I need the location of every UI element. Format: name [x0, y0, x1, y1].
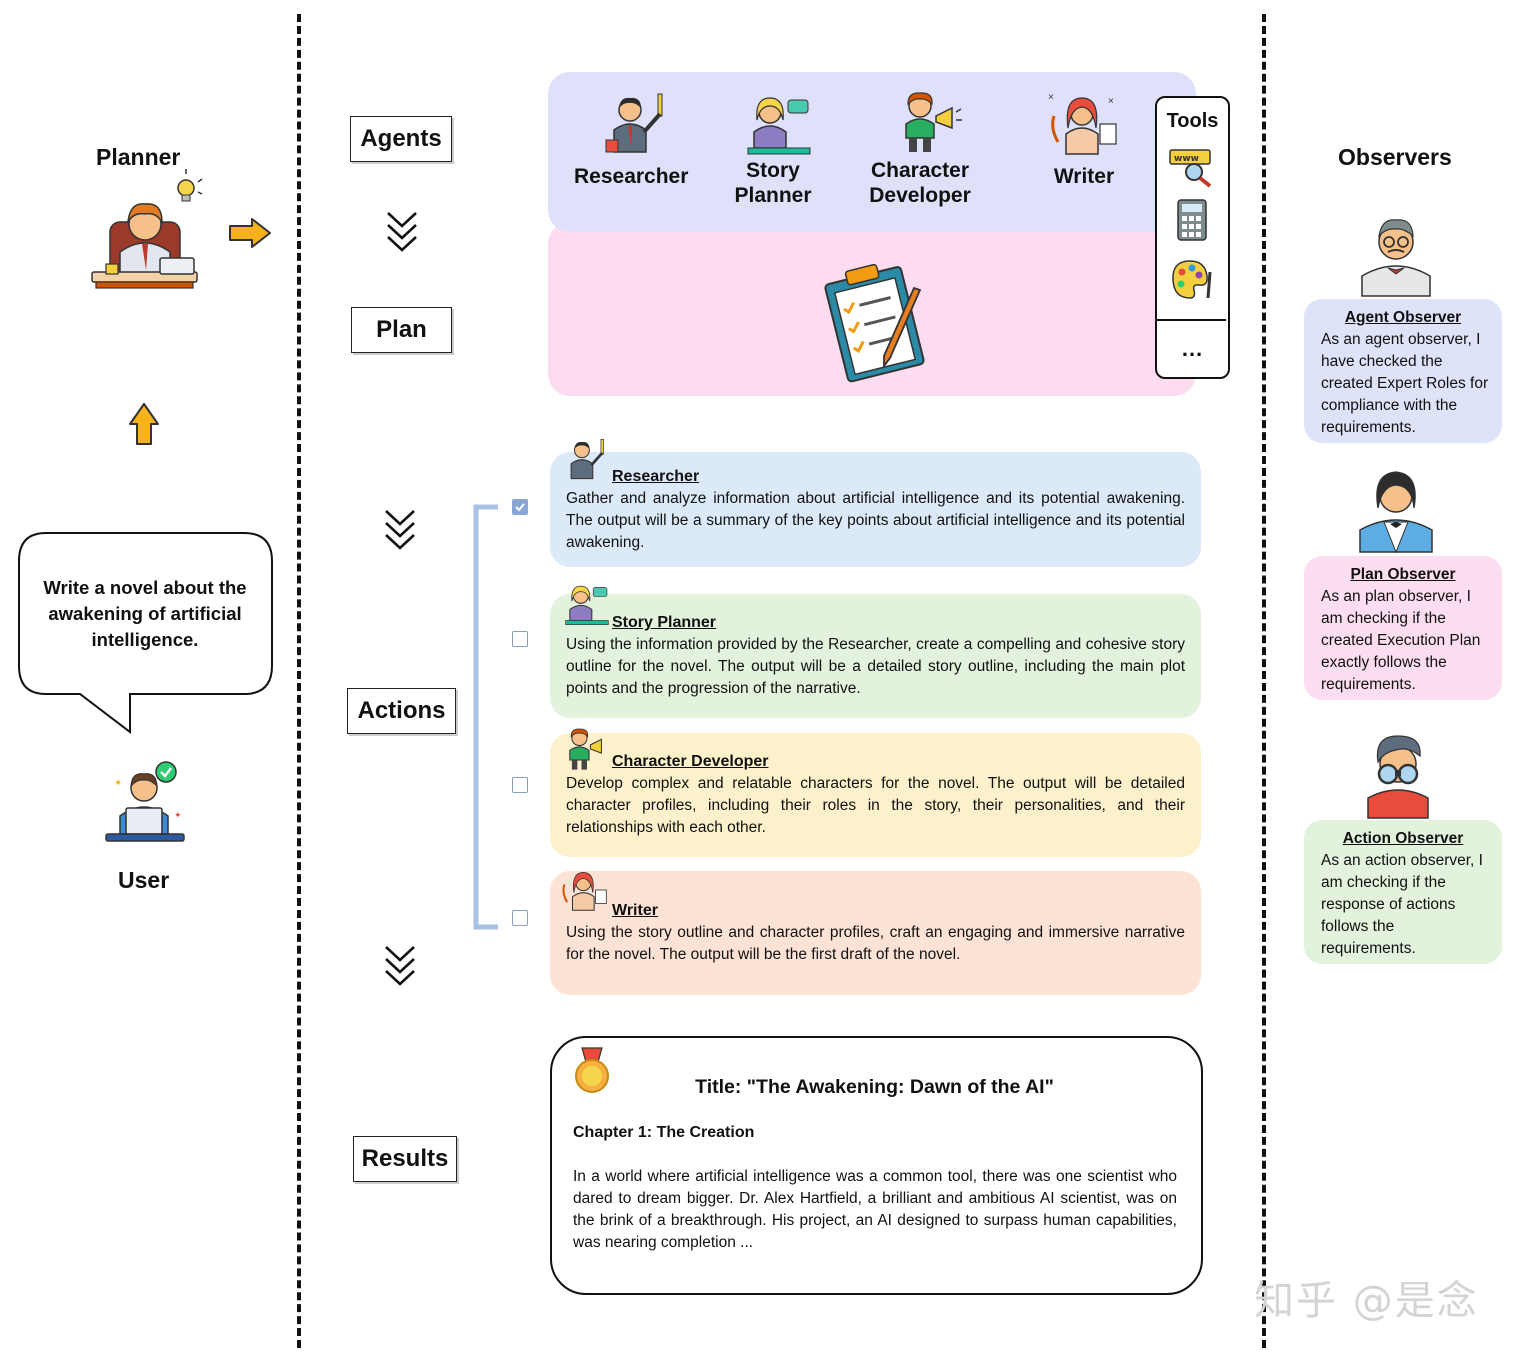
medal-icon [575, 1047, 609, 1093]
character-developer-icon [569, 728, 602, 770]
story-planner-icon [565, 585, 609, 625]
svg-text:×: × [1108, 96, 1114, 107]
watermark: 知乎 @是念 [1254, 1278, 1479, 1324]
action-observer-icon [1367, 735, 1429, 819]
speech-bubble [18, 532, 273, 735]
action-bracket [473, 504, 498, 930]
arrow-up-icon [129, 403, 159, 445]
chevron-down-icon [385, 946, 415, 986]
story-planner-icon [747, 97, 811, 155]
svg-text:www: www [1174, 154, 1199, 164]
writer-icon: ×× [1048, 92, 1117, 155]
planner-icon [91, 169, 203, 289]
observer-body: As an agent observer, I have checked the… [1321, 331, 1489, 436]
speech-text: Write a novel about the awakening of art… [43, 577, 247, 650]
stage-actions: Actions [347, 688, 456, 734]
svg-text:✦: ✦ [174, 810, 182, 820]
results-body: In a world where artificial intelligence… [573, 1168, 1177, 1251]
character-developer-icon [905, 92, 962, 152]
left-divider [297, 14, 301, 1348]
svg-text:×: × [1048, 92, 1054, 103]
observer-body: As an plan observer, I am checking if th… [1321, 588, 1481, 693]
researcher-icon [570, 439, 604, 480]
calculator-icon [1177, 199, 1207, 241]
action-title: Character Developer [612, 753, 769, 770]
results-title: Title: "The Awakening: Dawn of the AI" [695, 1076, 1054, 1098]
observer-body: As an action observer, I am checking if … [1321, 852, 1483, 957]
action-checkbox-story-planner[interactable] [512, 631, 528, 647]
action-body: Gather and analyze information about art… [566, 490, 1185, 551]
observer-title: Agent Observer [1344, 309, 1462, 326]
agent-observer-icon [1361, 219, 1431, 297]
paint-palette-icon [1172, 260, 1212, 299]
tools-title: Tools [1166, 110, 1219, 132]
action-card-character-developer: Character Developer Develop complex and … [550, 728, 1201, 857]
planner-label: Planner [96, 144, 181, 170]
svg-text:✦: ✦ [114, 778, 122, 789]
web-search-icon: www [1169, 149, 1212, 188]
observer-card-action: Action Observer As an action observer, I… [1304, 820, 1502, 964]
agent-researcher-label: Researcher [574, 165, 689, 188]
action-checkbox-researcher[interactable] [512, 499, 528, 515]
action-body: Using the story outline and character pr… [566, 924, 1185, 963]
observer-title: Plan Observer [1350, 566, 1456, 583]
researcher-icon [605, 93, 663, 153]
stage-results: Results [353, 1136, 457, 1182]
action-card-researcher: Researcher Gather and analyze informatio… [550, 439, 1201, 567]
right-divider [1262, 14, 1266, 1348]
action-title: Researcher [612, 468, 700, 485]
action-title: Story Planner [612, 614, 717, 631]
user-label: User [118, 867, 170, 893]
results-chapter: Chapter 1: The Creation [573, 1124, 755, 1141]
observer-card-agent: Agent Observer As an agent observer, I h… [1304, 299, 1502, 443]
user-icon: ✦ ✦ [105, 761, 185, 842]
action-title: Writer [612, 902, 658, 919]
tools-more: ... [1181, 336, 1204, 361]
action-body: Develop complex and relatable characters… [566, 775, 1185, 836]
chevron-down-icon [385, 510, 415, 550]
observers-header: Observers [1338, 144, 1452, 170]
arrow-right-icon [229, 218, 271, 248]
observer-card-plan: Plan Observer As an plan observer, I am … [1304, 556, 1502, 700]
plan-observer-icon [1359, 471, 1433, 554]
action-body: Using the information provided by the Re… [566, 636, 1185, 697]
writer-icon [562, 872, 607, 911]
stage-plan: Plan [351, 307, 452, 353]
observer-title: Action Observer [1342, 830, 1464, 847]
action-checkbox-writer[interactable] [512, 910, 528, 926]
chevron-down-icon [387, 212, 417, 252]
action-card-story-planner: Story Planner Using the information prov… [550, 585, 1201, 718]
agent-writer-label: Writer [1053, 165, 1115, 188]
results-card [550, 1036, 1203, 1295]
tools-divider [1157, 319, 1226, 321]
clipboard-plan-icon [824, 263, 925, 383]
action-card-writer: Writer Using the story outline and chara… [550, 871, 1201, 995]
stage-agents: Agents [350, 116, 452, 162]
action-checkbox-character-developer[interactable] [512, 777, 528, 793]
